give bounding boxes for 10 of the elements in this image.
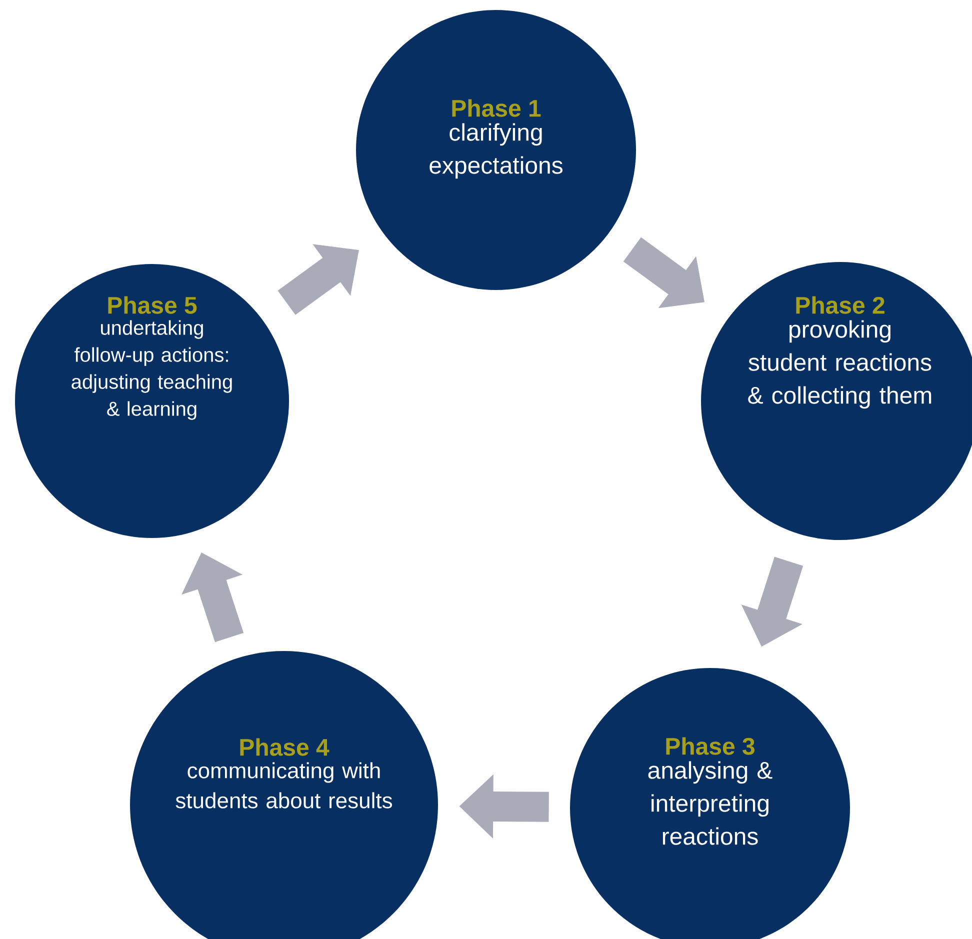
phase-title: Phase 3	[666, 737, 754, 755]
phase-description: provoking student reactions & collecting them	[748, 320, 932, 409]
phase-description: analysing & interpreting reactions	[648, 761, 772, 845]
phase-title: Phase 5	[108, 296, 197, 314]
phase-description: communicating with students about results	[176, 762, 392, 808]
phase-description: clarifying expectations	[430, 123, 562, 179]
phase-description: undertaking follow-up actions: adjusting teaching & learning	[72, 320, 232, 420]
phase-title: Phase 4	[240, 738, 330, 756]
phase-title: Phase 2	[796, 296, 884, 314]
phase-title: Phase 1	[452, 99, 541, 117]
